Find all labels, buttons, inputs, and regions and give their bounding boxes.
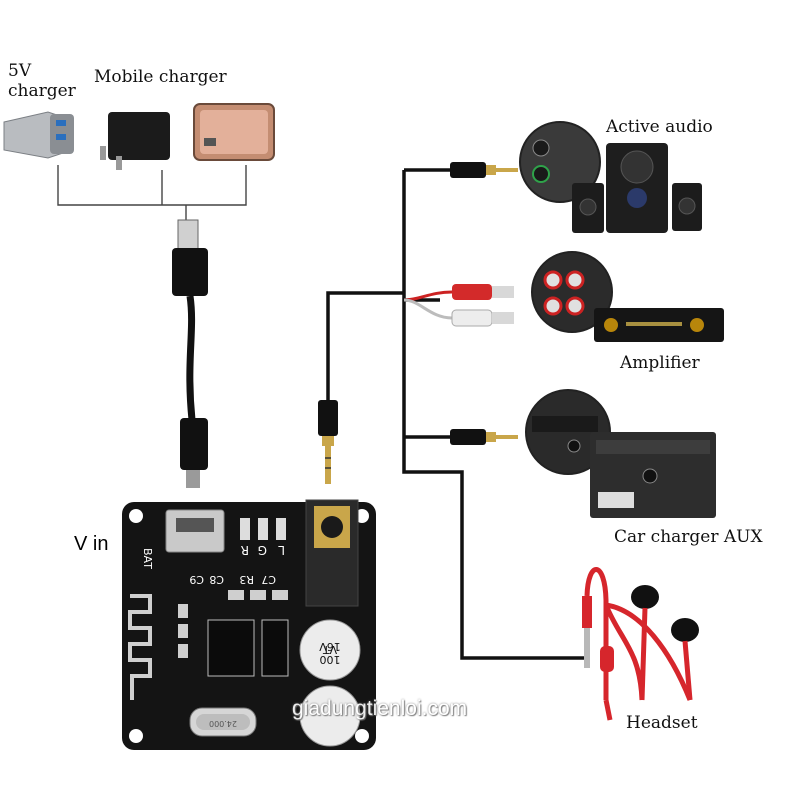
power-bank-image — [193, 103, 275, 161]
label-active-audio: Active audio — [606, 117, 713, 137]
charger-bracket — [57, 165, 247, 206]
capacitor-text: 16V — [319, 640, 341, 653]
label-car-charger-aux: Car charger AUX — [614, 527, 763, 547]
speaker-set-image — [572, 143, 702, 233]
bluetooth-board — [122, 499, 376, 750]
board-pin-label: R — [241, 543, 249, 557]
amplifier-image — [594, 308, 724, 342]
board-pin-label: G — [258, 543, 267, 557]
board-pin-label: C7 — [261, 573, 276, 586]
board-pin-label: C8 — [209, 573, 224, 586]
usb-cable — [172, 219, 208, 488]
headset-image — [582, 567, 699, 721]
watermark: giadungtienloi.com — [292, 697, 468, 720]
label-mobile-charger: Mobile charger — [94, 67, 227, 87]
capacitor-text: VT — [323, 643, 338, 656]
car-charger-image — [3, 111, 74, 159]
car-stereo-image — [590, 432, 716, 518]
board-pin-label: R3 — [239, 573, 254, 586]
mobile-charger-image — [100, 112, 170, 170]
label-5v-charger: 5V charger — [8, 61, 76, 101]
board-pin-label: BAT — [141, 548, 154, 569]
capacitor-text: 100 — [320, 653, 341, 666]
label-headset: Headset — [626, 713, 698, 733]
label-vin: V in — [74, 533, 109, 555]
car-aux-jack — [450, 429, 518, 445]
active-audio-jack — [450, 162, 518, 178]
board-pin-label: C9 — [189, 573, 204, 586]
audio-cable-network — [326, 168, 590, 660]
active-audio-port-zoom — [519, 121, 601, 203]
amplifier-port-zoom — [531, 251, 613, 333]
label-amplifier: Amplifier — [620, 353, 700, 373]
rca-plugs — [451, 284, 514, 327]
board-pin-label: L — [278, 543, 285, 557]
board-jack-plug — [318, 400, 338, 484]
crystal-text: 24.000 — [209, 719, 237, 728]
